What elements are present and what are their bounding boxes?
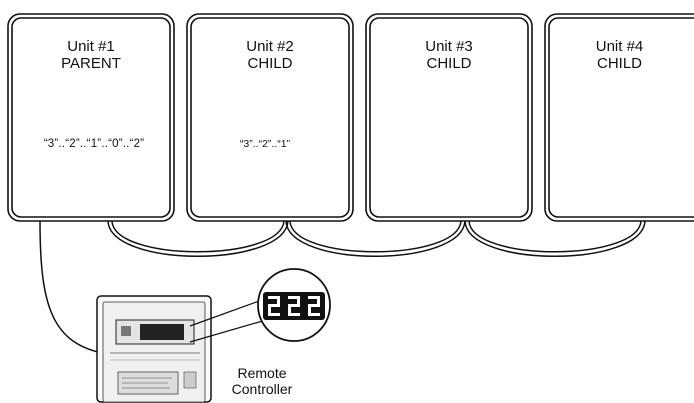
unit-3-label: Unit #3 CHILD — [366, 38, 532, 72]
unit-box-1 — [7, 13, 175, 222]
unit-interconnect-cables — [107, 220, 646, 257]
unit-2-label: Unit #2 CHILD — [187, 38, 353, 72]
unit-box-4 — [544, 13, 694, 222]
unit-1-role: PARENT — [61, 55, 121, 72]
remote-controller-label: Remote Controller — [222, 365, 302, 397]
zoom-callout-lines — [189, 299, 267, 343]
unit-1-sequence: “3”..“2”..“1”..“0”..“2” — [43, 138, 145, 150]
unit-box-3 — [365, 13, 533, 222]
unit-2-sequence: “3”..“2”..“1” — [239, 138, 291, 150]
unit-3-title: Unit #3 — [425, 38, 473, 55]
unit-4-title: Unit #4 — [595, 38, 644, 55]
remote-cable — [39, 220, 99, 353]
unit-1-title: Unit #1 — [67, 38, 115, 55]
unit-1-label: Unit #1 PARENT — [8, 38, 174, 72]
seven-segment-display-icon — [257, 268, 331, 342]
remote-controller — [96, 295, 212, 403]
unit-box-2 — [186, 13, 354, 222]
unit-4-role: CHILD — [596, 55, 642, 72]
remote-label-line2: Controller — [231, 381, 293, 397]
unit-4-label: Unit #4 CHILD — [545, 38, 694, 72]
unit-3-role: CHILD — [426, 55, 472, 72]
unit-2-title: Unit #2 — [246, 38, 294, 55]
remote-label-line1: Remote — [237, 365, 287, 381]
unit-2-role: CHILD — [247, 55, 293, 72]
